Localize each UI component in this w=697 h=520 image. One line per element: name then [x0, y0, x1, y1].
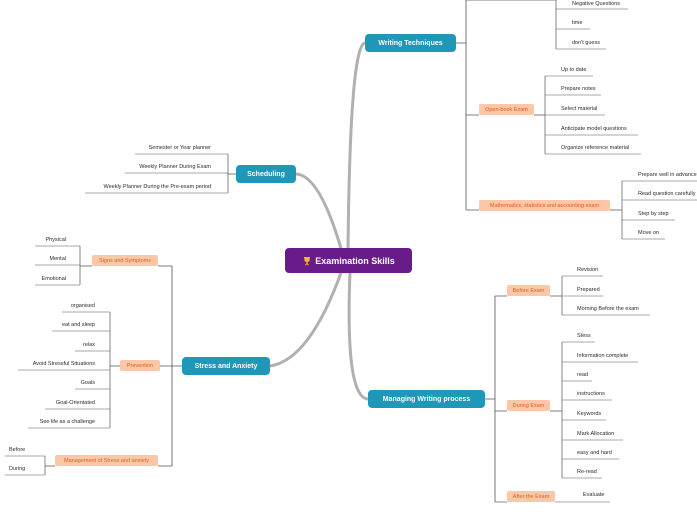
- leaf-physical[interactable]: Physical: [45, 237, 66, 243]
- subtopic-before-exam[interactable]: Before Exam: [507, 285, 550, 296]
- leaf-prepare-well[interactable]: Prepare well in advance: [638, 172, 697, 178]
- leaf-mental[interactable]: Mental: [49, 256, 66, 262]
- branch-management: [44, 456, 172, 475]
- subtopic-during-exam[interactable]: During Exam: [507, 400, 550, 411]
- branch-managing: [485, 296, 496, 502]
- leaf-avoid-stressful[interactable]: Avoid Stressful Situations: [32, 361, 95, 367]
- leaf-organize-reference[interactable]: Organize reference material: [561, 145, 630, 151]
- branch-during: [495, 342, 563, 478]
- curve-writing-line: [346, 41, 367, 252]
- leaf-read-question[interactable]: Read question carefully: [638, 191, 696, 197]
- leaf-morning-before[interactable]: Morning Before the exam: [577, 306, 639, 312]
- leaf-information-complete[interactable]: Information complete: [577, 353, 629, 359]
- topic-scheduling[interactable]: Scheduling: [236, 165, 296, 183]
- leaf-keywords[interactable]: Keywords: [577, 411, 602, 417]
- curve-managing-line: [347, 270, 370, 401]
- branch-open-book: [466, 76, 546, 154]
- branch-before: [495, 276, 563, 315]
- subtopic-management[interactable]: Management of Stress and anxiety: [55, 455, 158, 466]
- branch-signs: [79, 246, 172, 285]
- curve-scheduling-line: [294, 172, 344, 254]
- leaf-dont-guess[interactable]: don't guess: [572, 40, 600, 46]
- topic-managing-writing[interactable]: Managing Writing process: [368, 390, 485, 408]
- subtopic-after-exam[interactable]: After the Exam: [507, 491, 555, 502]
- leaf-weekly-planner-exam[interactable]: Weekly Planner During Exam: [139, 164, 211, 170]
- branch-writing-top: [466, 0, 557, 49]
- leaf-time[interactable]: time: [572, 20, 583, 26]
- subtopic-open-book[interactable]: Open-book Exam: [479, 104, 534, 115]
- central-label: Examination Skills: [315, 255, 395, 266]
- leaf-move-on[interactable]: Move on: [638, 230, 660, 236]
- leaf-revision[interactable]: Revision: [577, 267, 599, 273]
- branch-stress: [171, 266, 182, 466]
- leaf-semester-planner[interactable]: Semester or Year planner: [148, 145, 211, 151]
- topic-writing-techniques[interactable]: Writing Techniques: [365, 34, 456, 52]
- branch-scheduling: [227, 154, 236, 193]
- leaf-mark-allocation[interactable]: Mark Allocation: [577, 431, 615, 437]
- leaf-re-read[interactable]: Re-read: [577, 469, 597, 475]
- leaf-anticipate-model-questions[interactable]: Anticipate model questions: [561, 126, 627, 132]
- leaf-read[interactable]: read: [577, 372, 589, 378]
- leaf-evaluate[interactable]: Evaluate: [583, 492, 605, 498]
- leaf-weekly-planner-pre-exam[interactable]: Weekly Planner During the Pre-exam perio…: [103, 184, 211, 190]
- leaf-goal-orientated[interactable]: Goal-Orientated: [55, 400, 95, 406]
- leaf-up-to-date[interactable]: Up to date: [561, 67, 587, 73]
- subtopic-math-exam[interactable]: Mathematics, statistics and accounting e…: [479, 200, 610, 211]
- leaf-organised[interactable]: organised: [70, 303, 95, 309]
- leaf-eat-sleep[interactable]: eat and sleep: [61, 322, 95, 328]
- leaf-select-material[interactable]: Select material: [561, 106, 598, 112]
- leaf-relax[interactable]: relax: [83, 342, 95, 348]
- leaf-during[interactable]: During: [9, 466, 26, 472]
- leaf-instructions[interactable]: instructions: [577, 391, 605, 397]
- leaf-step-by-step[interactable]: Step by step: [638, 211, 669, 217]
- leaf-stess[interactable]: Stess: [577, 333, 591, 339]
- central-topic[interactable]: Examination Skills: [285, 248, 412, 273]
- leaf-prepared[interactable]: Prepared: [577, 287, 600, 293]
- leaf-life-challenge[interactable]: See life as a challenge: [39, 419, 95, 425]
- trophy-icon: [304, 256, 311, 265]
- branch-math: [466, 181, 623, 239]
- subtopic-signs-symptoms[interactable]: Signs and Symptoms: [92, 255, 158, 266]
- leaf-emotional[interactable]: Emotional: [41, 276, 66, 282]
- curve-stress-line: [268, 268, 344, 368]
- leaf-easy-hard[interactable]: easy and hard: [577, 450, 612, 456]
- leaf-negative-questions[interactable]: Negative Questions: [572, 1, 620, 7]
- subtopic-prevention[interactable]: Prevention: [120, 360, 160, 371]
- branch-writing: [456, 0, 467, 210]
- leaf-goals[interactable]: Goals: [80, 380, 95, 386]
- topic-stress-anxiety[interactable]: Stress and Anxiety: [182, 357, 270, 375]
- leaf-before[interactable]: Before: [9, 447, 26, 453]
- leaf-prepare-notes[interactable]: Prepare notes: [561, 86, 596, 92]
